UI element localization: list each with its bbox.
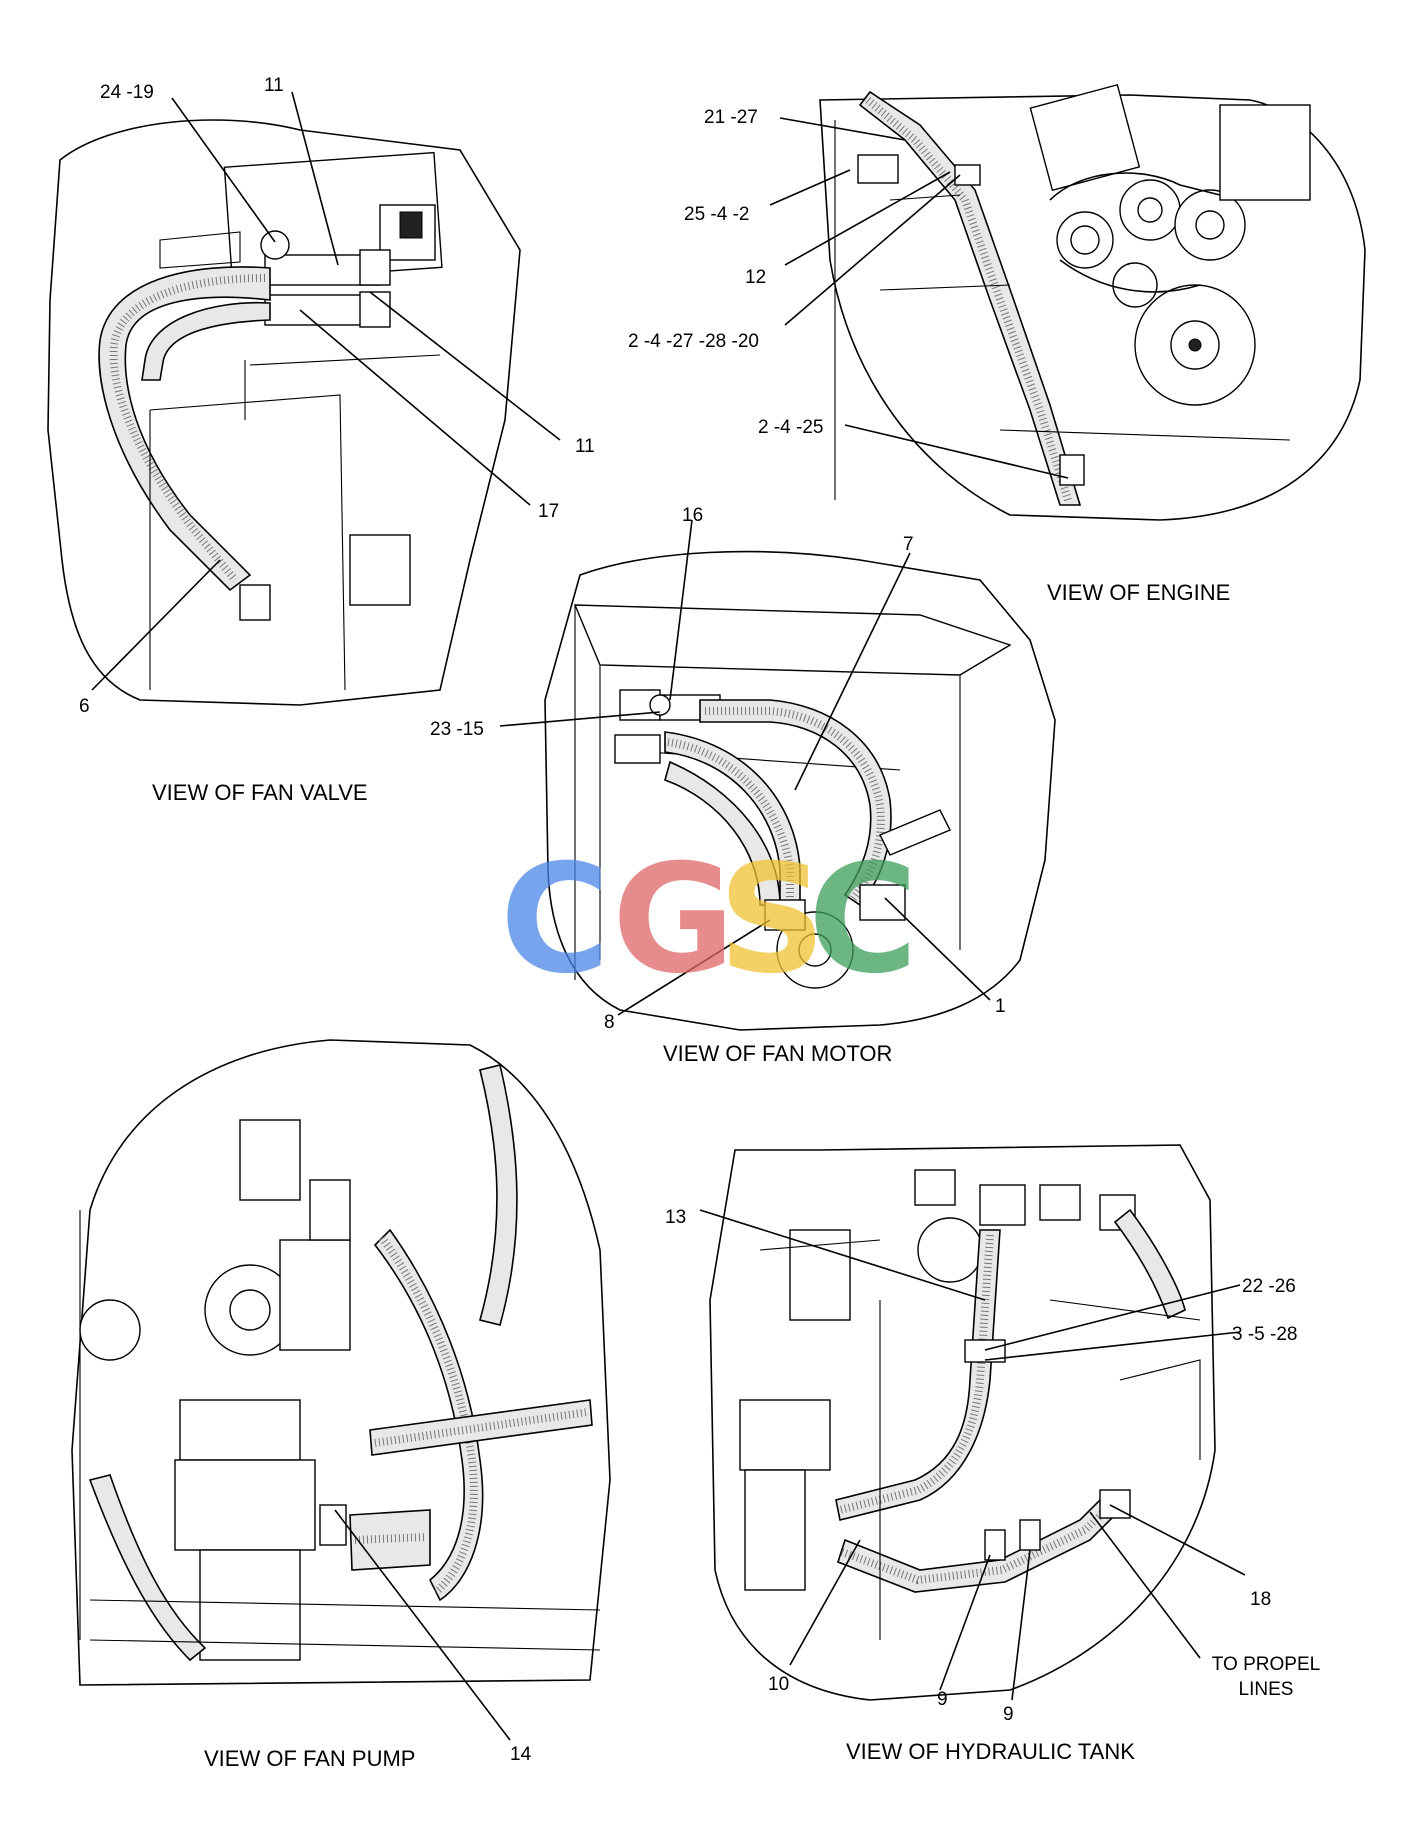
callout-14: 14 (510, 1744, 532, 1765)
caption-fan-valve: VIEW OF FAN VALVE (152, 780, 368, 805)
callout-to-propel-line1: TO PROPEL (1211, 1654, 1321, 1675)
watermark-letter-4: C (808, 833, 919, 1007)
callout-3-5-28: 3 -5 -28 (1232, 1324, 1298, 1345)
callout-9-right: 9 (1003, 1704, 1014, 1725)
callout-18: 18 (1250, 1589, 1272, 1610)
caption-hydraulic-tank: VIEW OF HYDRAULIC TANK (846, 1739, 1135, 1764)
callout-23-15: 23 -15 (430, 719, 484, 740)
callout-22-26: 22 -26 (1242, 1276, 1296, 1297)
callout-25-4-2: 25 -4 -2 (684, 204, 750, 225)
watermark-letter-3: S (718, 833, 827, 1007)
callout-16: 16 (682, 505, 704, 526)
callout-10: 10 (768, 1674, 790, 1695)
callout-13: 13 (665, 1207, 687, 1228)
callout-24-19: 24 -19 (100, 82, 154, 103)
fan-pump-view (71, 1039, 611, 1741)
watermark-letter-1: C (500, 833, 611, 1007)
caption-fan-pump: VIEW OF FAN PUMP (204, 1746, 416, 1771)
callout-1: 1 (995, 996, 1006, 1017)
callout-to-propel-line2: LINES (1238, 1679, 1294, 1700)
callout-6: 6 (79, 696, 90, 717)
callout-17: 17 (538, 501, 560, 522)
callout-11-right: 11 (575, 436, 595, 457)
engine-view (769, 83, 1366, 521)
callout-8: 8 (604, 1012, 615, 1033)
callout-12: 12 (745, 267, 767, 288)
callout-2-4-27-28-20: 2 -4 -27 -28 -20 (628, 331, 759, 352)
caption-engine: VIEW OF ENGINE (1047, 580, 1231, 605)
callout-11-top: 11 (264, 75, 284, 96)
fan-valve-view (47, 91, 561, 706)
callout-2-4-25: 2 -4 -25 (758, 417, 824, 438)
callout-9-left: 9 (937, 1689, 948, 1710)
fan-motor-view (499, 519, 1056, 1031)
watermark-letter-2: G (612, 833, 736, 1007)
hydraulic-tank-view (699, 1144, 1246, 1701)
callout-7: 7 (903, 534, 914, 555)
caption-fan-motor: VIEW OF FAN MOTOR (663, 1041, 893, 1066)
callout-21-27: 21 -27 (704, 107, 758, 128)
